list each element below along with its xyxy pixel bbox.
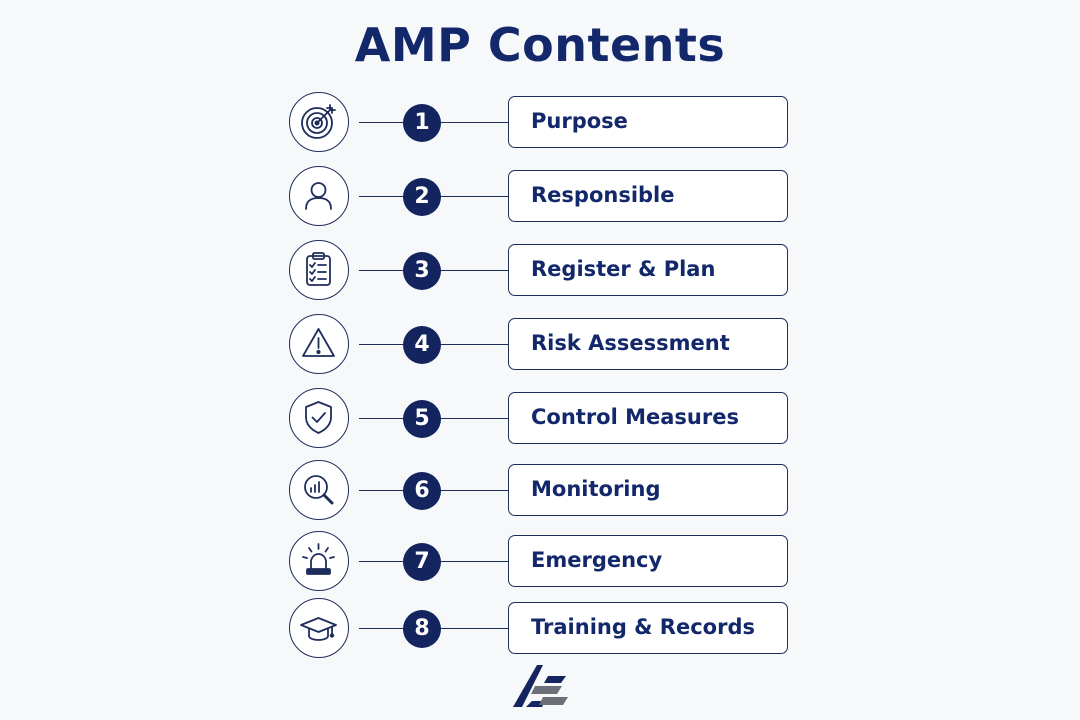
graduation-cap-icon [289,598,349,658]
step-label-box: Emergency [508,535,788,587]
step-label-box: Monitoring [508,464,788,516]
step-number-badge: 3 [403,252,441,290]
step-number-badge: 6 [403,472,441,510]
step-label-box: Training & Records [508,602,788,654]
list-item: 1 Purpose [0,87,1080,157]
step-label-box: Control Measures [508,392,788,444]
step-label-box: Purpose [508,96,788,148]
list-item: 2 Responsible [0,161,1080,231]
shield-check-icon [289,388,349,448]
step-label: Training & Records [531,615,755,639]
step-number-badge: 7 [403,543,441,581]
company-logo-icon [510,662,570,710]
step-label: Emergency [531,548,663,572]
page-title: AMP Contents [354,18,726,72]
target-icon [289,92,349,152]
step-label: Risk Assessment [531,331,730,355]
step-label: Responsible [531,183,675,207]
list-item: 3 Register & Plan [0,235,1080,305]
step-label: Monitoring [531,477,661,501]
list-item: 6 Monitoring [0,455,1080,525]
list-item: 4 Risk Assessment [0,309,1080,379]
magnifier-chart-icon [289,460,349,520]
step-label-box: Responsible [508,170,788,222]
list-item: 7 Emergency [0,526,1080,596]
warning-triangle-icon [289,314,349,374]
step-number-badge: 2 [403,178,441,216]
step-label: Control Measures [531,405,739,429]
clipboard-checklist-icon [289,240,349,300]
person-icon [289,166,349,226]
step-number-badge: 1 [403,104,441,142]
step-number-badge: 8 [403,610,441,648]
list-item: 8 Training & Records [0,593,1080,663]
step-label-box: Register & Plan [508,244,788,296]
list-item: 5 Control Measures [0,383,1080,453]
step-number-badge: 4 [403,326,441,364]
step-label-box: Risk Assessment [508,318,788,370]
step-label: Register & Plan [531,257,716,281]
siren-icon [289,531,349,591]
step-label: Purpose [531,109,628,133]
step-number-badge: 5 [403,400,441,438]
